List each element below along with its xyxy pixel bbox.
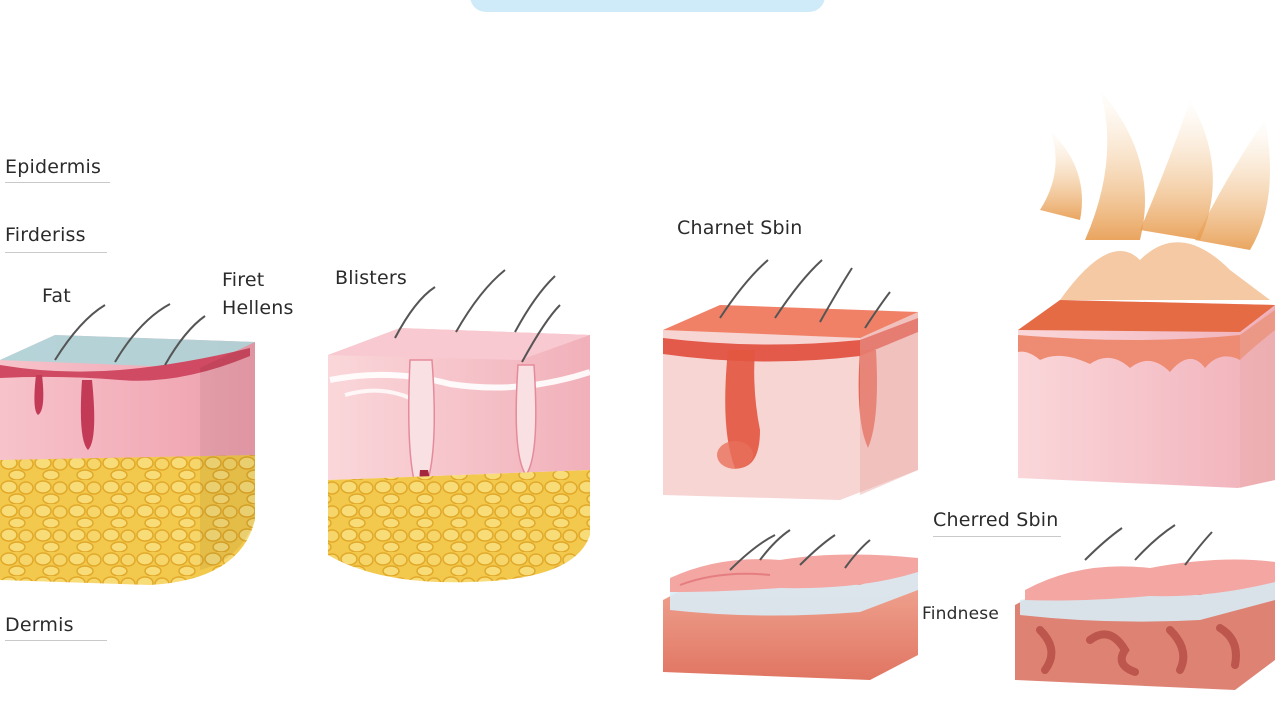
- burning-skin-block: [1018, 90, 1275, 488]
- label-dermis: Dermis: [5, 614, 74, 636]
- blisters-burn-block: [328, 269, 591, 583]
- label-epidermis-underline: [5, 182, 110, 183]
- label-firet: Firet: [222, 269, 265, 291]
- label-dermis-underline: [5, 640, 107, 641]
- label-charnet-skin: Charnet Sbin: [677, 217, 803, 239]
- label-hellens: Hellens: [222, 297, 294, 319]
- label-fat: Fat: [42, 285, 71, 307]
- findnese-block: [1015, 524, 1275, 690]
- top-banner-tab: [470, 0, 825, 12]
- label-cherred-skin: Cherred Sbin: [933, 509, 1059, 531]
- label-blisters: Blisters: [335, 267, 407, 289]
- label-findnese: Findnese: [922, 604, 999, 624]
- label-firderiss: Firderiss: [5, 224, 86, 246]
- label-firderiss-underline: [5, 252, 107, 253]
- charnet-skin-block: [663, 259, 918, 500]
- label-cherred-skin-underline: [933, 536, 1061, 537]
- cherred-skin-block: [663, 529, 918, 680]
- label-epidermis: Epidermis: [5, 156, 102, 178]
- first-degree-burn-block: [0, 303, 255, 585]
